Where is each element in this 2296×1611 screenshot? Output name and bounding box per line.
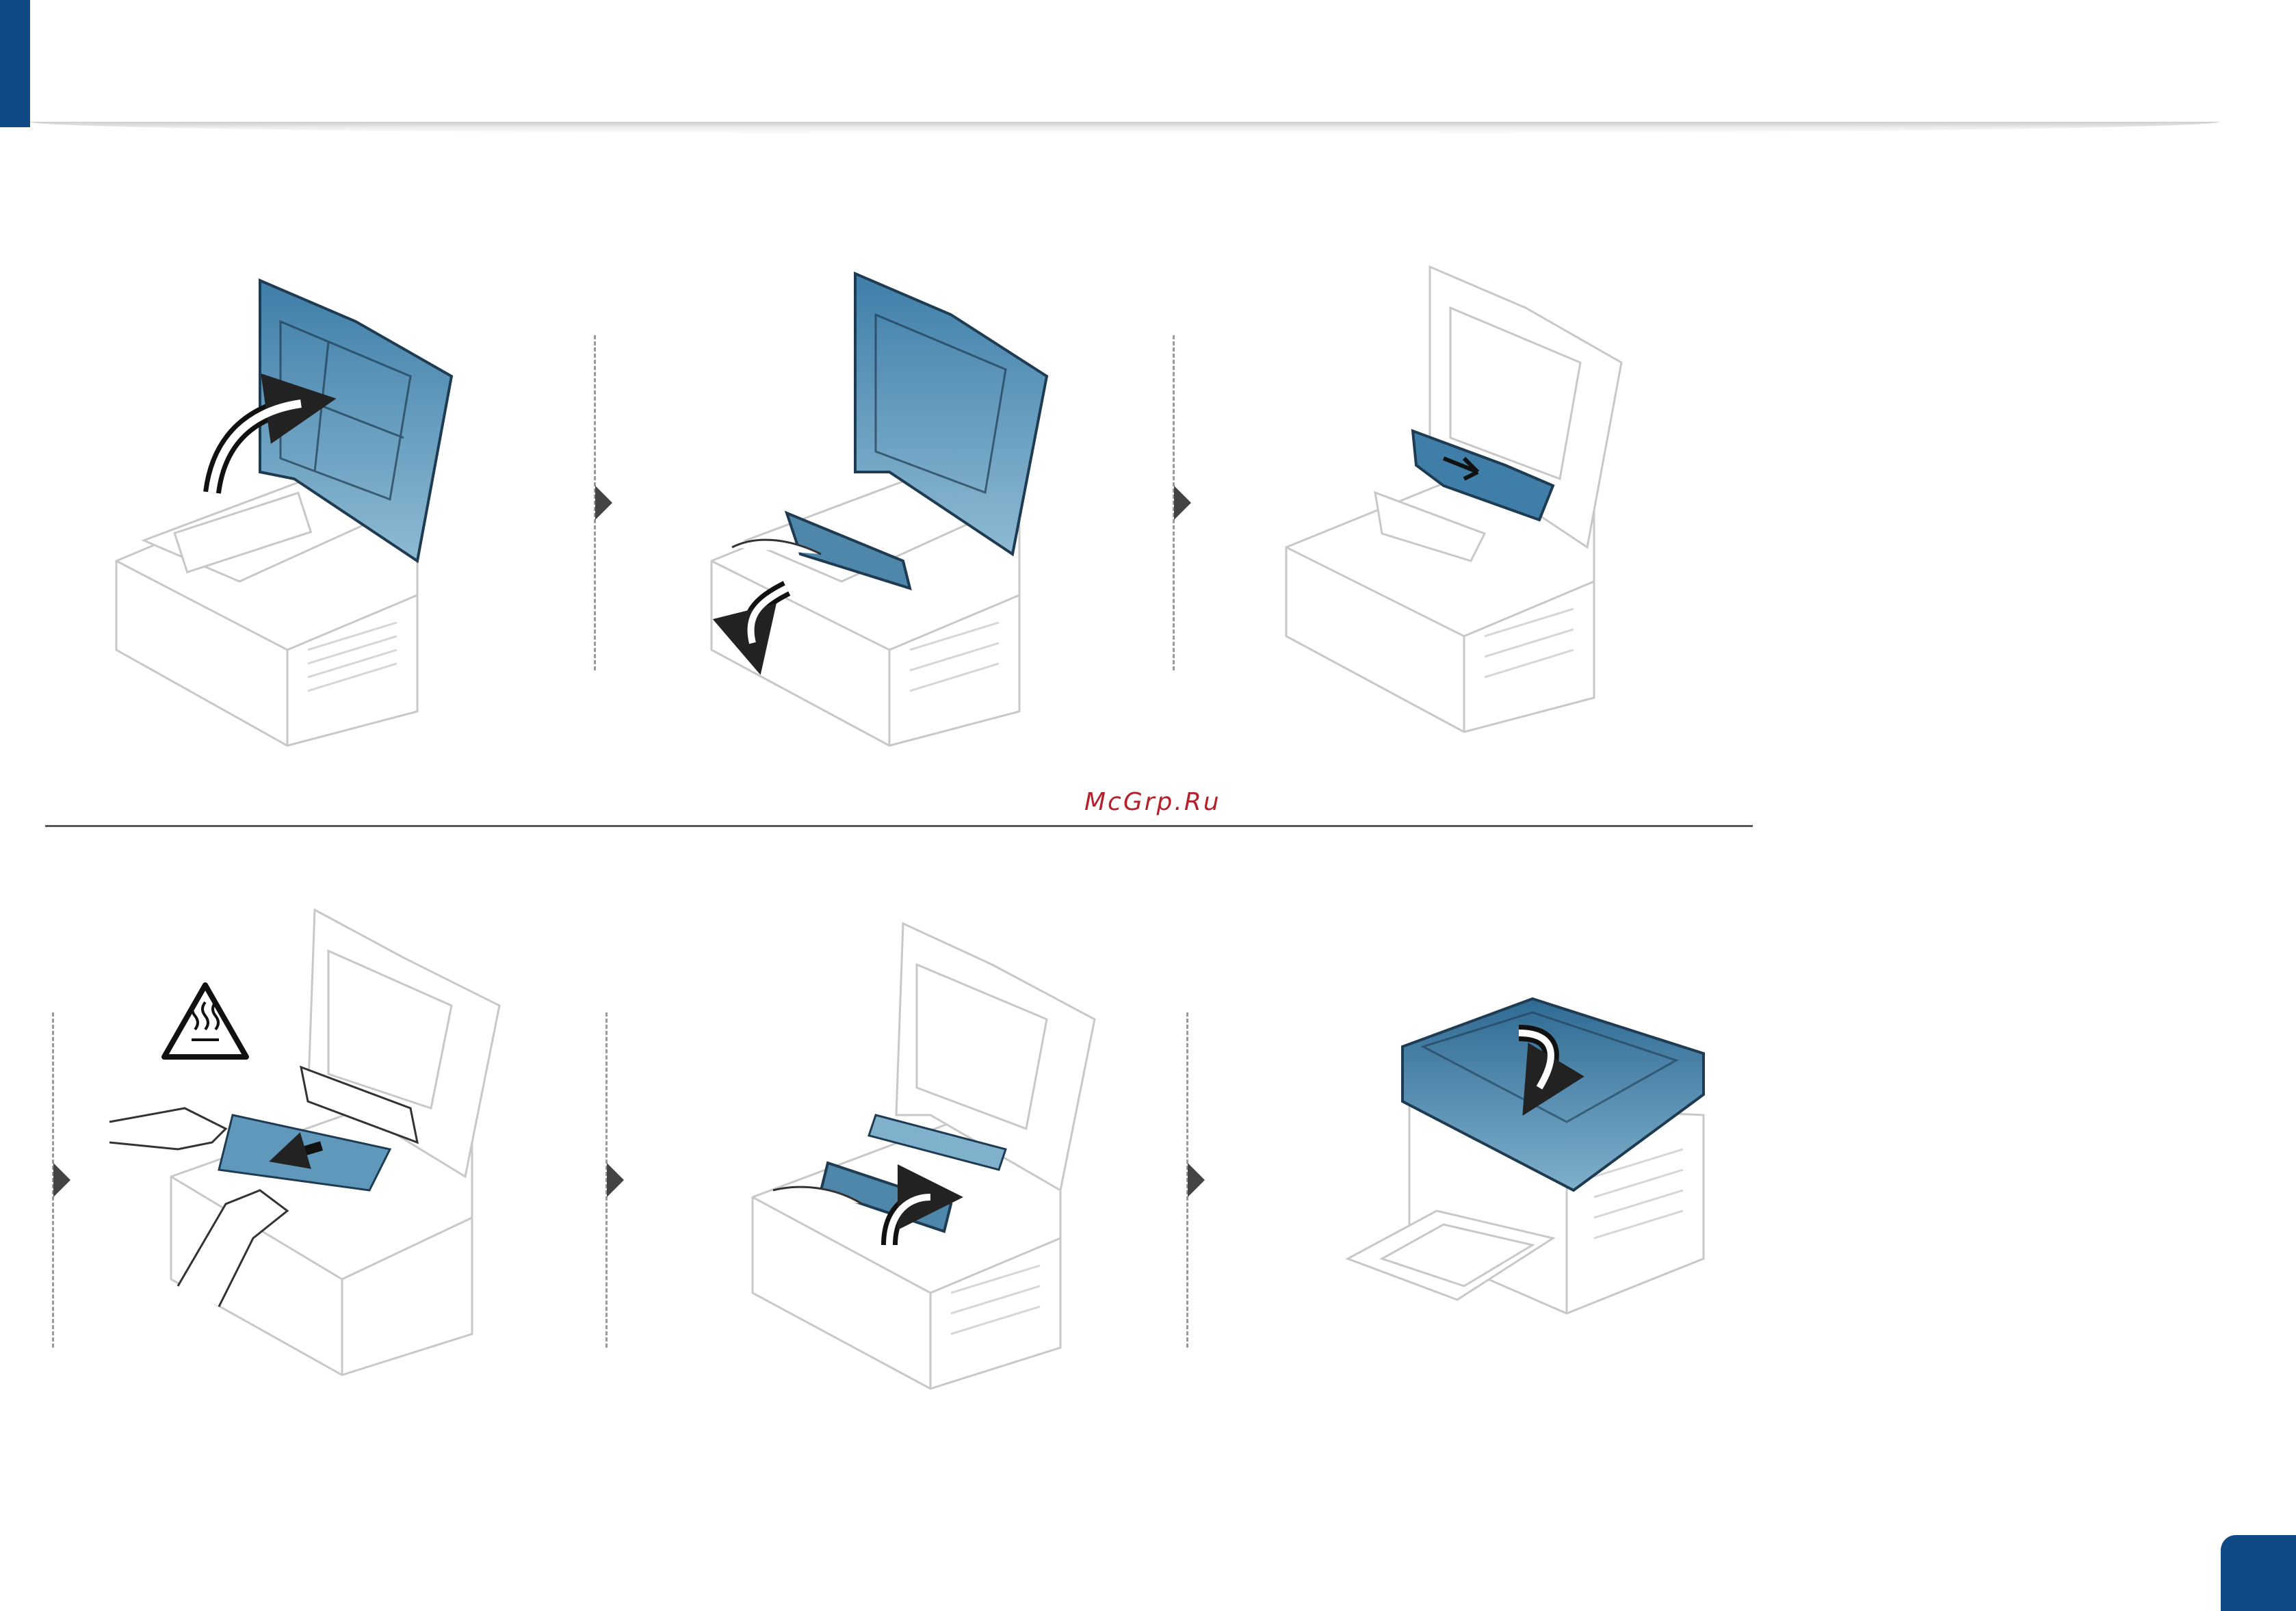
- step-remove-toner-illustration: [705, 267, 1067, 749]
- step-pull-jammed-paper-illustration: [96, 903, 520, 1389]
- step-arrow-icon: [53, 1163, 70, 1197]
- watermark-text: McGrp.Ru: [1084, 788, 1221, 816]
- step-arrow-icon: [1174, 486, 1191, 520]
- step-lift-jam-guide-illustration: [1279, 260, 1642, 742]
- hot-surface-warning-icon: [164, 985, 246, 1057]
- chapter-tab: [0, 0, 30, 127]
- step-arrow-icon: [1188, 1163, 1205, 1197]
- header-divider: [30, 122, 2219, 134]
- step-close-top-cover-illustration: [1341, 985, 1724, 1348]
- step-arrow-icon: [607, 1163, 624, 1197]
- step-reinsert-toner-illustration: [746, 917, 1108, 1396]
- step-open-top-cover-illustration: [103, 267, 465, 749]
- section-divider-line: [45, 825, 1753, 827]
- step-arrow-icon: [595, 486, 612, 520]
- page-number-badge: [2221, 1535, 2296, 1611]
